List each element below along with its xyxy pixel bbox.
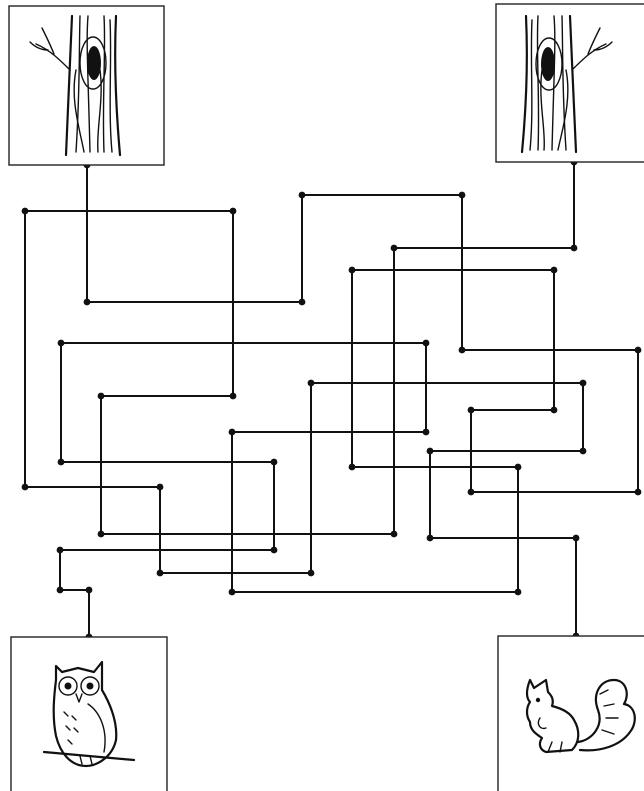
maze-node-dot	[98, 531, 105, 538]
maze-node-dot	[22, 484, 29, 491]
tree-hollow-left-frame	[9, 6, 164, 165]
maze-node-dot	[230, 393, 237, 400]
tree-hollow-right-frame	[496, 4, 644, 162]
owl-frame	[11, 637, 167, 791]
maze-node-dot	[271, 459, 278, 466]
maze-node-dot	[308, 570, 315, 577]
maze-node-dot	[468, 407, 475, 414]
maze-node-dot	[84, 299, 91, 306]
maze-node-dot	[86, 587, 93, 594]
maze-node-dot	[308, 380, 315, 387]
maze-node-dot	[427, 535, 434, 542]
maze-node-dot	[349, 267, 356, 274]
maze-node-dot	[551, 407, 558, 414]
maze-paths	[22, 159, 642, 641]
maze-node-dot	[58, 459, 65, 466]
maze-node-dot	[98, 393, 105, 400]
maze-path-1	[60, 165, 638, 637]
maze-node-dot	[22, 208, 29, 215]
maze-node-dot	[157, 484, 164, 491]
maze-node-dot	[580, 380, 587, 387]
maze-node-dot	[515, 589, 522, 596]
maze-node-dot	[349, 464, 356, 471]
maze-node-dot	[423, 340, 430, 347]
maze-node-dot	[157, 570, 164, 577]
maze-node-dot	[580, 448, 587, 455]
maze-node-dot	[299, 192, 306, 199]
maze-node-dot	[515, 464, 522, 471]
maze-node-dot	[391, 245, 398, 252]
maze-node-dot	[551, 267, 558, 274]
maze-node-dot	[573, 535, 580, 542]
maze-node-dot	[427, 448, 434, 455]
maze-node-dot	[391, 531, 398, 538]
maze-node-dot	[459, 192, 466, 199]
maze-node-dot	[229, 589, 236, 596]
maze-node-dot	[58, 340, 65, 347]
maze-node-dot	[230, 208, 237, 215]
maze-node-dot	[571, 245, 578, 252]
maze-node-dot	[229, 429, 236, 436]
maze-node-dot	[635, 347, 642, 354]
maze-node-dot	[271, 547, 278, 554]
maze-node-dot	[57, 547, 64, 554]
maze-node-dot	[459, 347, 466, 354]
maze-node-dot	[299, 299, 306, 306]
squirrel-frame	[498, 636, 644, 791]
maze-node-dot	[635, 489, 642, 496]
maze-node-dot	[57, 587, 64, 594]
maze-node-dot	[423, 429, 430, 436]
maze-node-dot	[468, 489, 475, 496]
maze-path-2	[25, 162, 583, 636]
